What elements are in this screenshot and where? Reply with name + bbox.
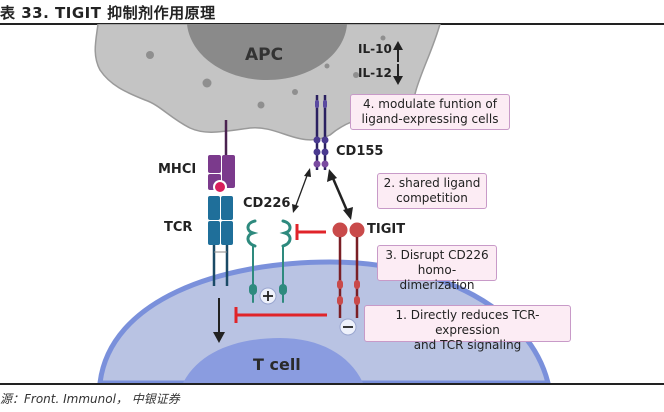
tigit-label: TIGIT (367, 222, 406, 237)
mechanism-box-2-line1: 2. shared ligand (383, 176, 481, 190)
il10-up-arrow-icon (393, 41, 403, 62)
apc-granule (292, 89, 298, 95)
bottom-rule (0, 383, 664, 385)
apc-granule (353, 72, 359, 78)
apc-nucleus (187, 24, 347, 80)
apc-granule (324, 63, 330, 69)
mechanism-box-1-line1: 1. Directly reduces TCR-expression (395, 308, 540, 337)
cd226-domain (279, 284, 287, 295)
figure-title: 表 33. TIGIT 抑制剂作用原理 (0, 4, 216, 22)
mechanism-box-4-line2: ligand-expressing cells (361, 112, 499, 126)
tigit-inhibits-tcr-signaling-icon (234, 307, 327, 323)
cd155-cd226-binding-arrow-icon (292, 168, 311, 213)
t-cell-label: T cell (253, 355, 301, 374)
tcr-label: TCR (164, 220, 193, 235)
mechanism-box-3: 3. Disrupt CD226 homo-dimerization (377, 245, 497, 292)
t-cell-nucleus (183, 338, 363, 383)
mechanism-box-3-line1: 3. Disrupt CD226 (385, 248, 489, 262)
minus-icon (339, 318, 357, 336)
mechanism-box-4-line1: 4. modulate funtion of (363, 97, 497, 111)
mhci-label: MHCI (158, 162, 197, 177)
cd226-label: CD226 (243, 196, 291, 211)
cd155-label: CD155 (336, 144, 384, 159)
tcr-signaling-arrow-icon (213, 298, 225, 343)
figure-source: 源：Front. Immunol， 中银证券 (0, 392, 180, 406)
mechanism-box-2-line2: competition (396, 191, 468, 205)
il12-label: IL-12 (358, 66, 392, 80)
mechanism-box-3-line2: homo-dimerization (399, 263, 475, 292)
tigit-receptor (332, 222, 365, 318)
il12-down-arrow-icon (393, 64, 403, 85)
t-cell (97, 259, 551, 383)
cd155-ligand (313, 95, 329, 170)
mechanism-box-1-line2: and TCR signaling (413, 338, 522, 352)
cd226-domain (249, 284, 257, 295)
apc-granule (380, 35, 386, 41)
tcr-receptor (208, 196, 233, 286)
mechanism-box-1: 1. Directly reduces TCR-expression and T… (364, 305, 571, 352)
cd155-tigit-binding-arrow-icon (327, 169, 353, 220)
mechanism-box-4: 4. modulate funtion of ligand-expressing… (350, 94, 510, 130)
il10-label: IL-10 (358, 42, 392, 56)
plus-icon (259, 287, 277, 305)
tigit-inhibits-cd226-icon (295, 224, 326, 240)
apc-granule (257, 101, 265, 109)
mhci-receptor (208, 120, 235, 194)
apc-granule (202, 78, 212, 88)
apc-granule (146, 51, 154, 59)
apc-label: APC (245, 45, 284, 65)
mechanism-box-2: 2. shared ligand competition (377, 173, 487, 209)
